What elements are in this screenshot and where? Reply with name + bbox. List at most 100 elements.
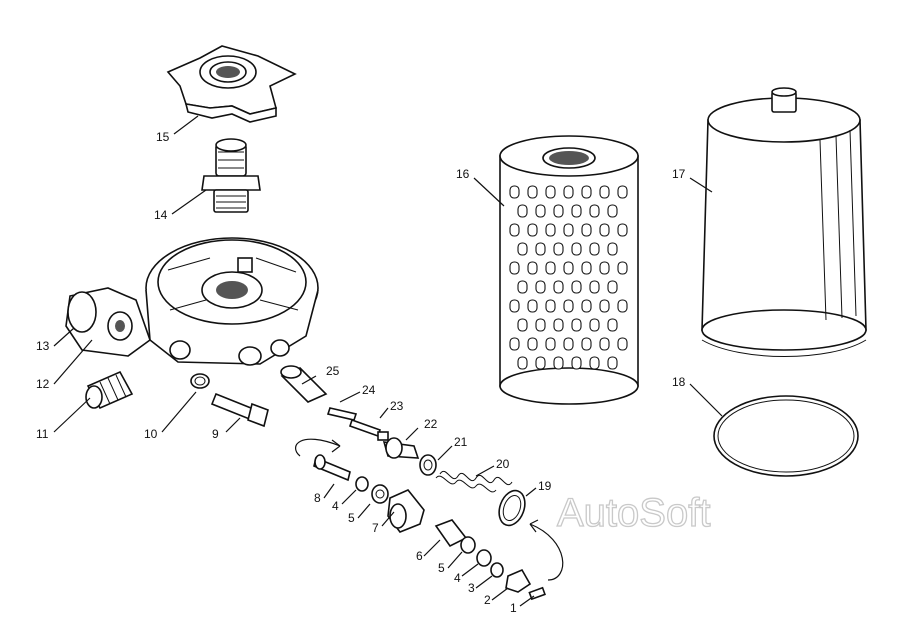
perforation-hole	[553, 204, 564, 218]
perforation-hole	[607, 318, 618, 332]
label-20: 20	[496, 457, 510, 471]
parts-23-24-pins	[326, 407, 389, 441]
perforation-hole	[599, 337, 610, 351]
flow-arrows	[295, 438, 564, 581]
label-21: 21	[454, 435, 468, 449]
perforation-hole	[599, 261, 610, 275]
part-21-washer	[419, 454, 437, 476]
label-10: 10	[144, 427, 158, 441]
label-4-lower: 4	[454, 571, 461, 585]
parts-3-4-5-washers-lower	[460, 536, 504, 578]
perforation-hole	[545, 185, 556, 199]
part-25-sleeve	[280, 365, 328, 403]
label-3: 3	[468, 581, 475, 595]
perforation-hole	[607, 356, 618, 370]
perforation-hole	[599, 185, 610, 199]
part-16-filter-element	[499, 135, 639, 405]
perforation-hole	[553, 318, 564, 332]
label-6: 6	[416, 549, 423, 563]
perforation-hole	[599, 223, 610, 237]
part-22-piston	[382, 437, 420, 459]
perforation-hole	[607, 280, 618, 294]
label-16: 16	[456, 167, 470, 181]
label-8: 8	[314, 491, 321, 505]
label-2: 2	[484, 593, 491, 607]
part-11-plug	[85, 370, 134, 410]
perforation-hole	[535, 280, 546, 294]
perforation-hole	[553, 242, 564, 256]
perforation-hole	[563, 261, 574, 275]
perforation-hole	[589, 204, 600, 218]
perforation-hole	[527, 185, 538, 199]
perforation-hole	[535, 204, 546, 218]
perforation-hole	[545, 223, 556, 237]
perforation-hole	[563, 337, 574, 351]
label-4-upper: 4	[332, 499, 339, 513]
perforation-hole	[535, 242, 546, 256]
label-17: 17	[672, 167, 686, 181]
perforation-hole	[581, 185, 592, 199]
label-24: 24	[362, 383, 376, 397]
perforation-hole	[571, 356, 582, 370]
perforation-hole	[607, 204, 618, 218]
perforation-hole	[509, 299, 520, 313]
perforation-hole	[571, 280, 582, 294]
perforation-hole	[563, 223, 574, 237]
perforation-hole	[527, 299, 538, 313]
perforation-hole	[517, 242, 528, 256]
perforation-hole	[535, 356, 546, 370]
perforation-hole	[527, 261, 538, 275]
perforation-hole	[589, 242, 600, 256]
part-labels: 15 14 16 17 18 13 12 11 10 9 25 24 23 22…	[36, 130, 686, 615]
part-7-nut	[387, 489, 425, 533]
perforation-hole	[509, 185, 520, 199]
perforation-hole	[563, 299, 574, 313]
perforation-hole	[617, 223, 628, 237]
label-11: 11	[36, 427, 49, 441]
perforation-hole	[509, 261, 520, 275]
part-8-screw	[313, 454, 351, 482]
perforation-hole	[571, 204, 582, 218]
label-5-lower: 5	[438, 561, 445, 575]
label-14: 14	[154, 208, 168, 222]
part-9-bolt	[210, 392, 269, 428]
label-25: 25	[326, 364, 340, 378]
perforation-hole	[617, 299, 628, 313]
perforation-hole	[509, 337, 520, 351]
label-1: 1	[510, 601, 517, 615]
perforation-hole	[581, 261, 592, 275]
perforation-hole	[571, 242, 582, 256]
watermark: AutoSoft	[557, 491, 710, 535]
label-22: 22	[424, 417, 438, 431]
part-15-cap	[166, 45, 297, 123]
perforation-hole	[527, 337, 538, 351]
perforation-hole	[517, 318, 528, 332]
label-7: 7	[372, 521, 379, 535]
perforation-hole	[517, 280, 528, 294]
perforation-hole	[617, 261, 628, 275]
parts-1-2-nut-pin	[505, 568, 546, 601]
perforation-hole	[581, 299, 592, 313]
label-13: 13	[36, 339, 50, 353]
label-9: 9	[212, 427, 219, 441]
part-14-fitting	[201, 138, 261, 213]
perforation-hole	[563, 185, 574, 199]
label-15: 15	[156, 130, 170, 144]
perforation-hole	[509, 223, 520, 237]
perforation-hole	[581, 223, 592, 237]
perforation-hole	[545, 261, 556, 275]
parts-4-5-washers-upper	[355, 476, 389, 504]
perforation-hole	[517, 356, 528, 370]
label-5-upper: 5	[348, 511, 355, 525]
leader-lines	[53, 115, 723, 607]
part-17-canister	[701, 87, 867, 357]
perforation-hole	[535, 318, 546, 332]
perforation-hole	[617, 185, 628, 199]
perforation-hole	[599, 299, 610, 313]
perforation-hole	[545, 337, 556, 351]
label-23: 23	[390, 399, 404, 413]
perforation-hole	[527, 223, 538, 237]
label-12: 12	[36, 377, 50, 391]
part-19-oring	[498, 489, 526, 527]
